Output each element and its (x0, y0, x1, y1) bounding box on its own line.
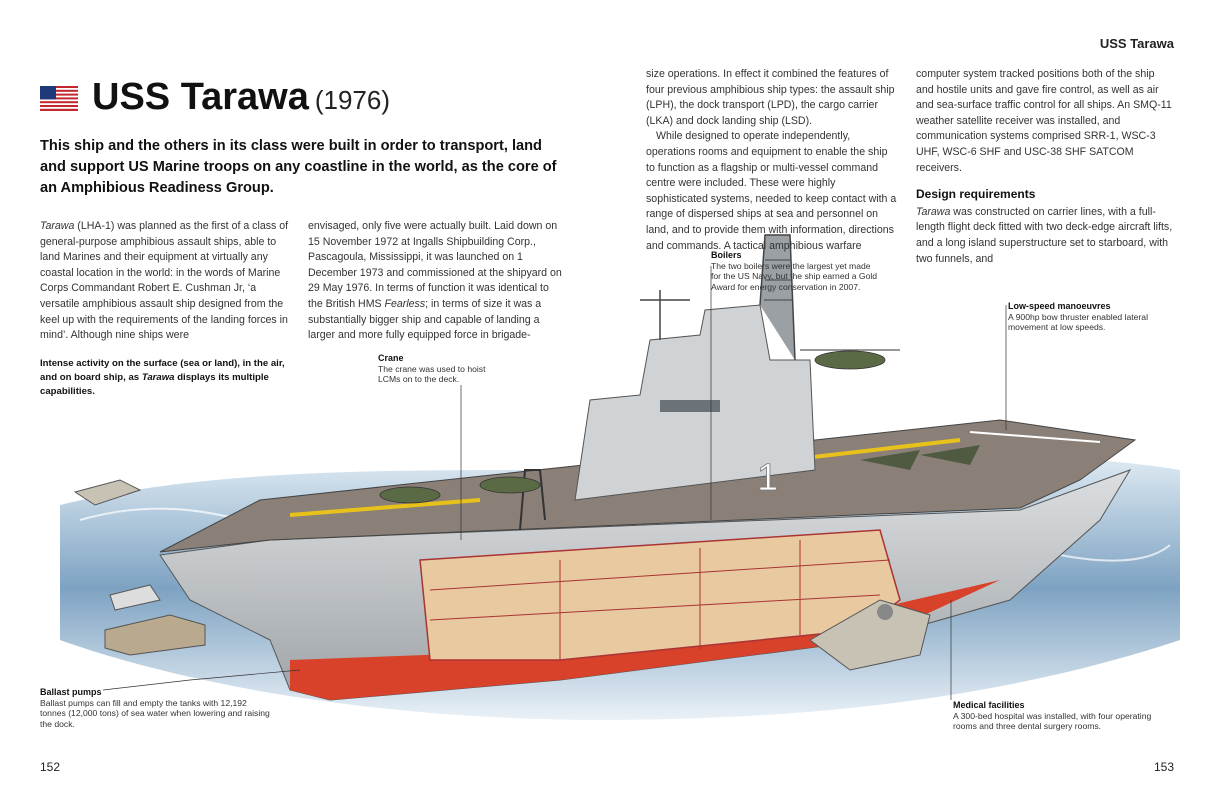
running-head: USS Tarawa (1099, 36, 1174, 51)
body-column-4: computer system tracked positions both o… (916, 67, 1174, 267)
helicopters-on-deck (379, 476, 541, 504)
caption-text-b: displays its multiple capabilities. (40, 372, 269, 397)
intro-paragraph: This ship and the others in its class we… (40, 138, 557, 196)
leader-ballast (102, 669, 301, 691)
callout-text: The crane was used to hoist LCMs on to t… (378, 363, 486, 385)
col2-text-a: envisaged, only five were actually built… (308, 220, 562, 310)
hovercraft-left (73, 479, 142, 506)
illustration-caption: Intense activity on the surface (sea or … (40, 357, 290, 399)
caption-text-a: Intense activity on the surface (sea or … (40, 358, 285, 383)
col3-paragraph-2: While designed to operate independently,… (646, 130, 897, 252)
col3-paragraph-1: size operations. In effect it combined t… (646, 68, 895, 127)
helicopter-in-flight (800, 349, 900, 370)
title-name: USS Tarawa (92, 76, 309, 118)
landing-craft (104, 584, 206, 656)
hovercraft-lcac (809, 599, 931, 671)
callout-title: Medical facilities (953, 700, 1025, 710)
callout-title: Boilers (711, 250, 742, 260)
col2-text-b: ; in terms of size it was a substantiall… (308, 297, 542, 342)
ship-name-italic: Tarawa (40, 220, 75, 232)
us-flag-icon (40, 86, 78, 111)
col4-paragraph-1: computer system tracked positions both o… (916, 68, 1172, 174)
page-number-left: 152 (40, 760, 61, 774)
callout-text: A 900hp bow thruster enabled lateral mov… (1008, 311, 1148, 333)
callout-text: The two boilers were the largest yet mad… (711, 260, 878, 292)
callout-title: Low-speed manoeuvres (1008, 301, 1111, 311)
page-number-right: 153 (1153, 760, 1174, 774)
callout-title: Crane (378, 353, 404, 363)
callout-boilers: Boilers The two boilers were the largest… (711, 250, 881, 292)
callout-medical-facilities: Medical facilities A 300-bed hospital wa… (953, 700, 1153, 732)
callout-low-speed-manoeuvres: Low-speed manoeuvres A 900hp bow thruste… (1008, 301, 1168, 333)
callout-ballast-pumps: Ballast pumps Ballast pumps can fill and… (40, 687, 270, 729)
mast (759, 234, 796, 361)
body-column-1: Tarawa (LHA-1) was planned as the first … (40, 219, 290, 344)
col1-text: (LHA-1) was planned as the first of a cl… (40, 220, 289, 342)
design-requirements-heading: Design requirements (916, 187, 1036, 202)
caption-italic: Tarawa (141, 372, 175, 383)
body-column-3: size operations. In effect it combined t… (646, 67, 898, 254)
crane (519, 469, 546, 531)
fearless-italic: Fearless (384, 297, 426, 310)
title-year: (1976) (314, 85, 390, 115)
callout-title: Ballast pumps (40, 687, 102, 697)
page-title: USS Tarawa(1976) (92, 78, 390, 116)
callout-crane: Crane The crane was used to hoist LCMs o… (378, 353, 488, 385)
callout-text: A 300-bed hospital was installed, with f… (953, 710, 1152, 732)
hull-number: 1 (757, 457, 778, 499)
callout-text: Ballast pumps can fill and empty the tan… (40, 697, 270, 729)
body-column-2: envisaged, only five were actually built… (308, 219, 566, 344)
ship-name-italic-2: Tarawa (916, 205, 951, 218)
harrier-jets (860, 445, 980, 470)
col4-paragraph-2: was constructed on carrier lines, with a… (916, 205, 1173, 265)
